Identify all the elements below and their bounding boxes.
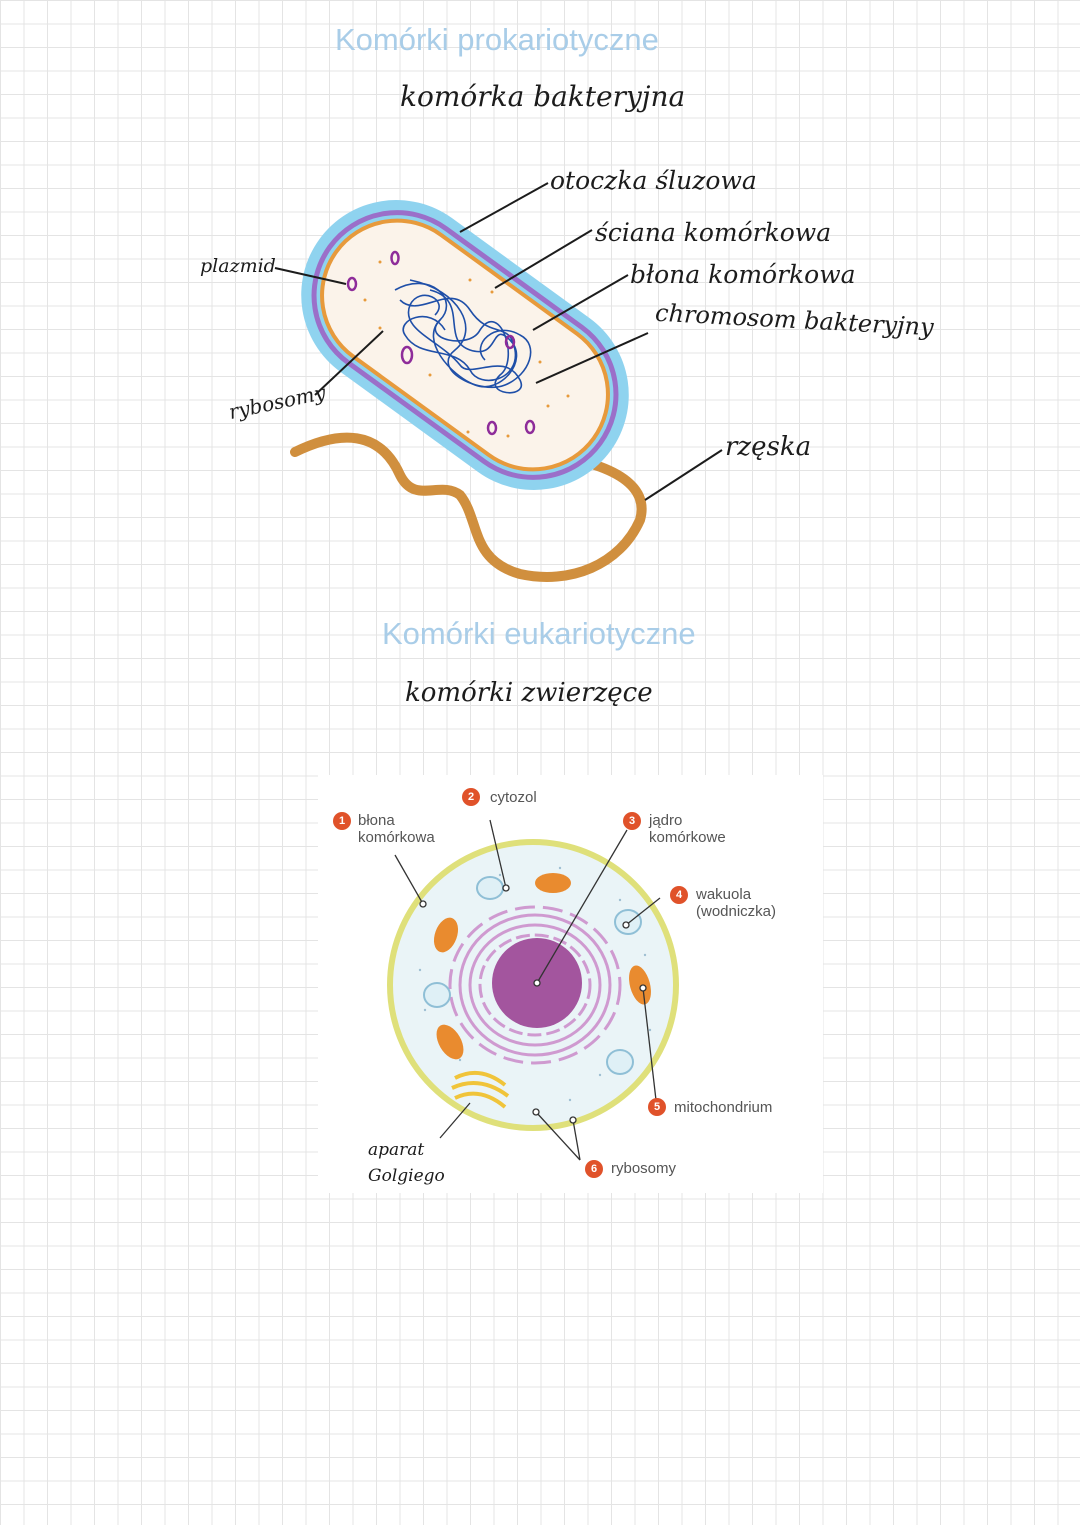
label-animal-membrane: błona komórkowa (358, 812, 435, 846)
flagellum-shape (290, 432, 647, 582)
badge-vacuole: 4 (670, 886, 688, 904)
eukaryote-section-title: Komórki eukariotyczne (382, 616, 696, 651)
label-vacuole: wakuola (wodniczka) (696, 886, 777, 920)
label-golgi: aparat Golgiego (368, 1140, 445, 1186)
badge-membrane: 1 (333, 812, 351, 830)
badge-nucleus: 3 (623, 812, 641, 830)
prokaryote-section-title: Komórki prokariotyczne (335, 22, 659, 57)
label-cell-membrane: błona komórkowa (630, 260, 856, 289)
golgi-shape (451, 1070, 510, 1109)
label-animal-ribosomes: rybosomy (611, 1160, 677, 1177)
cell-membrane-shape (320, 218, 610, 472)
label-cytosol: cytozol (490, 789, 537, 806)
label-nucleus: jądro komórkowe (649, 812, 726, 846)
mitochondria-shapes (433, 873, 651, 1060)
vacuole-shapes (423, 876, 642, 1075)
chromosome-shape (394, 279, 532, 394)
label-mitochondrium: mitochondrium (674, 1099, 773, 1116)
badge-mitochondrium: 5 (648, 1098, 666, 1116)
plasmid-shapes (346, 250, 536, 436)
label-capsule: otoczka śluzowa (550, 166, 757, 195)
label-plasmid: plazmid (200, 255, 276, 277)
label-cell-wall: ściana komórkowa (595, 218, 832, 247)
badge-ribosomes: 6 (585, 1160, 603, 1178)
badge-cytosol: 2 (462, 788, 480, 806)
eukaryote-subtitle: komórki zwierzęce (405, 678, 653, 708)
ribosome-dots (363, 260, 570, 438)
endoplasmic-reticulum (448, 905, 622, 1065)
prokaryote-subtitle: komórka bakteryjna (400, 80, 686, 113)
label-flagellum: rzęska (725, 432, 812, 462)
